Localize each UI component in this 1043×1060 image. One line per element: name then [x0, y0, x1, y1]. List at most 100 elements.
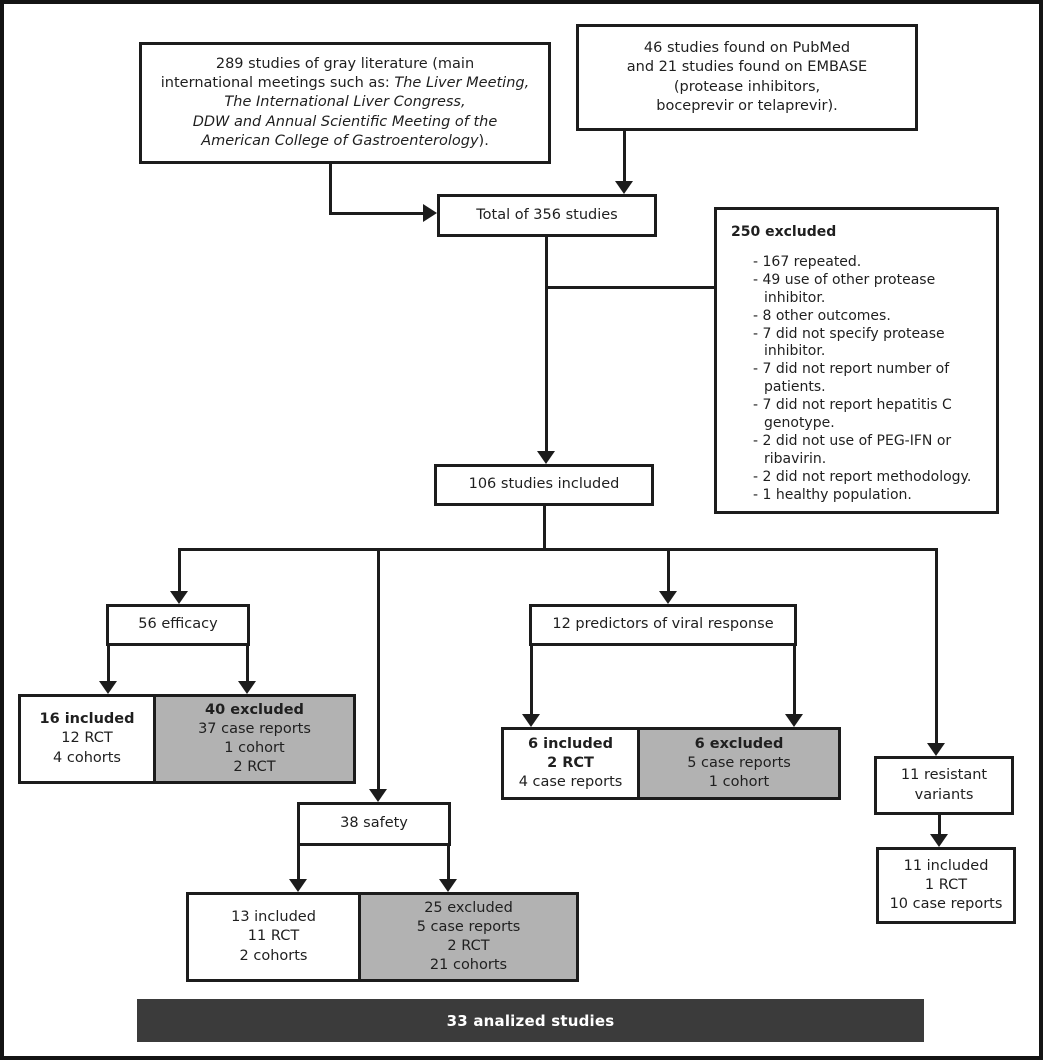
excluded-item: - 1 healthy population. [753, 486, 912, 503]
analyzed-studies-bar: 33 analized studies [137, 999, 924, 1042]
box-gray-literature: 289 studies of gray literature (main int… [139, 42, 551, 164]
gray-literature-line-3: The International Liver Congress, [224, 94, 466, 111]
gray-literature-line-1: 289 studies of gray literature (main [215, 56, 475, 73]
connector-graylit-down [329, 161, 332, 215]
gray-literature-line-4: DDW and Annual Scientific Meeting of the [192, 113, 498, 130]
resistant-included-line: 10 case reports [889, 896, 1003, 913]
resistant-included-line: 11 included [903, 857, 989, 874]
box-predictors: 12 predictors of viral response [529, 604, 797, 646]
box-resistant-included: 11 included 1 RCT 10 case reports [876, 847, 1016, 924]
safety-label: 38 safety [340, 815, 408, 832]
connector-resistant-down [938, 814, 941, 835]
resistant-line: variants [914, 786, 974, 803]
connector-safety-right [447, 846, 450, 880]
gray-literature-line-2: international meetings such as: The Live… [160, 75, 530, 92]
analyzed-studies-label: 33 analized studies [446, 1011, 615, 1030]
databases-line-2: and 21 studies found on EMBASE [626, 59, 868, 76]
excluded-item: - 49 use of other protease inhibitor. [753, 271, 936, 306]
resistant-included-line: 1 RCT [924, 876, 968, 893]
arrowhead-into-resistant-included [930, 834, 948, 847]
predictors-excluded-line: 5 case reports [687, 754, 791, 771]
arrowhead-into-efficacy-included [99, 681, 117, 694]
box-excluded-reasons: 250 excluded - 167 repeated. - 49 use of… [714, 207, 999, 514]
efficacy-excluded-title: 40 excluded [205, 701, 304, 718]
safety-included-line: 2 cohorts [239, 947, 308, 964]
gray-literature-line-5: American College of Gastroenterology). [201, 132, 489, 149]
box-databases: 46 studies found on PubMed and 21 studie… [576, 24, 918, 131]
arrowhead-into-efficacy [170, 591, 188, 604]
connector-106-down [543, 506, 546, 551]
arrowhead-into-safety-included [289, 879, 307, 892]
box-efficacy: 56 efficacy [106, 604, 250, 646]
efficacy-excluded-line: 37 case reports [198, 720, 311, 737]
arrowhead-into-predictors [659, 591, 677, 604]
arrowhead-into-resistant [927, 743, 945, 756]
predictors-included-title: 6 included [528, 735, 613, 752]
connector-total-down [545, 237, 548, 452]
connector-branch-predictors [667, 548, 670, 592]
arrowhead-into-total-left [423, 204, 437, 222]
connector-databases-down [623, 128, 626, 182]
safety-excluded-line: 25 excluded [424, 899, 513, 916]
databases-line-3: (protease inhibitors, [673, 78, 821, 95]
arrowhead-into-106 [537, 451, 555, 464]
excluded-item: - 167 repeated. [753, 253, 862, 270]
excluded-item: - 2 did not use of PEG-IFN or ribavirin. [753, 432, 952, 467]
connector-branch-safety [377, 548, 380, 790]
connector-branch-resistant [935, 548, 938, 744]
safety-excluded-line: 5 case reports [416, 918, 521, 935]
resistant-line: 11 resistant [900, 767, 988, 784]
efficacy-excluded-line: 1 cohort [224, 740, 285, 756]
excluded-items-list: - 167 repeated. - 49 use of other protea… [731, 254, 984, 505]
box-106-included: 106 studies included [434, 464, 654, 506]
arrowhead-into-safety [369, 789, 387, 802]
predictors-excluded-line: 1 cohort [708, 774, 770, 791]
connector-efficacy-left [107, 646, 110, 682]
box-safety: 38 safety [297, 802, 451, 846]
efficacy-included-line: 12 RCT [61, 730, 113, 747]
arrowhead-into-predictors-excluded [785, 714, 803, 727]
106-included-label: 106 studies included [468, 476, 620, 493]
predictors-included-line: 2 RCT [547, 754, 594, 771]
safety-excluded-line: 21 cohorts [429, 957, 508, 974]
connector-safety-left [297, 846, 300, 880]
safety-included-line: 11 RCT [247, 928, 300, 945]
box-predictors-included: 6 included 2 RCT 4 case reports [501, 727, 640, 800]
box-predictors-excluded: 6 excluded 5 case reports 1 cohort [637, 727, 841, 800]
box-safety-excluded: 25 excluded 5 case reports 2 RCT 21 coho… [358, 892, 579, 982]
box-safety-included: 13 included 11 RCT 2 cohorts [186, 892, 361, 982]
predictors-excluded-title: 6 excluded [694, 735, 784, 752]
efficacy-included-title: 16 included [39, 711, 135, 728]
safety-included-line: 13 included [231, 909, 316, 926]
connector-to-excluded [545, 286, 714, 289]
excluded-item: - 8 other outcomes. [753, 307, 891, 324]
connector-predictors-right [793, 646, 796, 715]
total-studies-label: Total of 356 studies [476, 206, 618, 223]
arrowhead-into-predictors-included [522, 714, 540, 727]
excluded-item: - 7 did not specify protease inhibitor. [753, 325, 945, 360]
box-resistant-variants: 11 resistant variants [874, 756, 1014, 815]
predictors-label: 12 predictors of viral response [552, 616, 774, 633]
box-total-studies: Total of 356 studies [437, 194, 657, 237]
databases-line-1: 46 studies found on PubMed [643, 40, 851, 57]
arrowhead-into-efficacy-excluded [238, 681, 256, 694]
box-efficacy-excluded: 40 excluded 37 case reports 1 cohort 2 R… [153, 694, 356, 784]
connector-efficacy-right [246, 646, 249, 682]
excluded-item: - 7 did not report number of patients. [753, 361, 950, 396]
excluded-item: - 7 did not report hepatitis C genotype. [753, 397, 952, 432]
excluded-item: - 2 did not report methodology. [753, 468, 972, 485]
efficacy-label: 56 efficacy [138, 616, 218, 633]
predictors-included-line: 4 case reports [518, 774, 623, 791]
safety-excluded-line: 2 RCT [447, 938, 490, 954]
arrowhead-into-safety-excluded [439, 879, 457, 892]
efficacy-included-line: 4 cohorts [53, 749, 121, 766]
databases-line-4: boceprevir or telaprevir). [656, 97, 838, 114]
connector-predictors-left [530, 646, 533, 715]
arrowhead-into-total-top [615, 181, 633, 194]
connector-branch-efficacy [178, 548, 181, 592]
box-efficacy-included: 16 included 12 RCT 4 cohorts [18, 694, 156, 784]
connector-branch-horizontal [178, 548, 938, 551]
efficacy-excluded-line: 2 RCT [233, 759, 276, 776]
excluded-title: 250 excluded [731, 224, 837, 240]
